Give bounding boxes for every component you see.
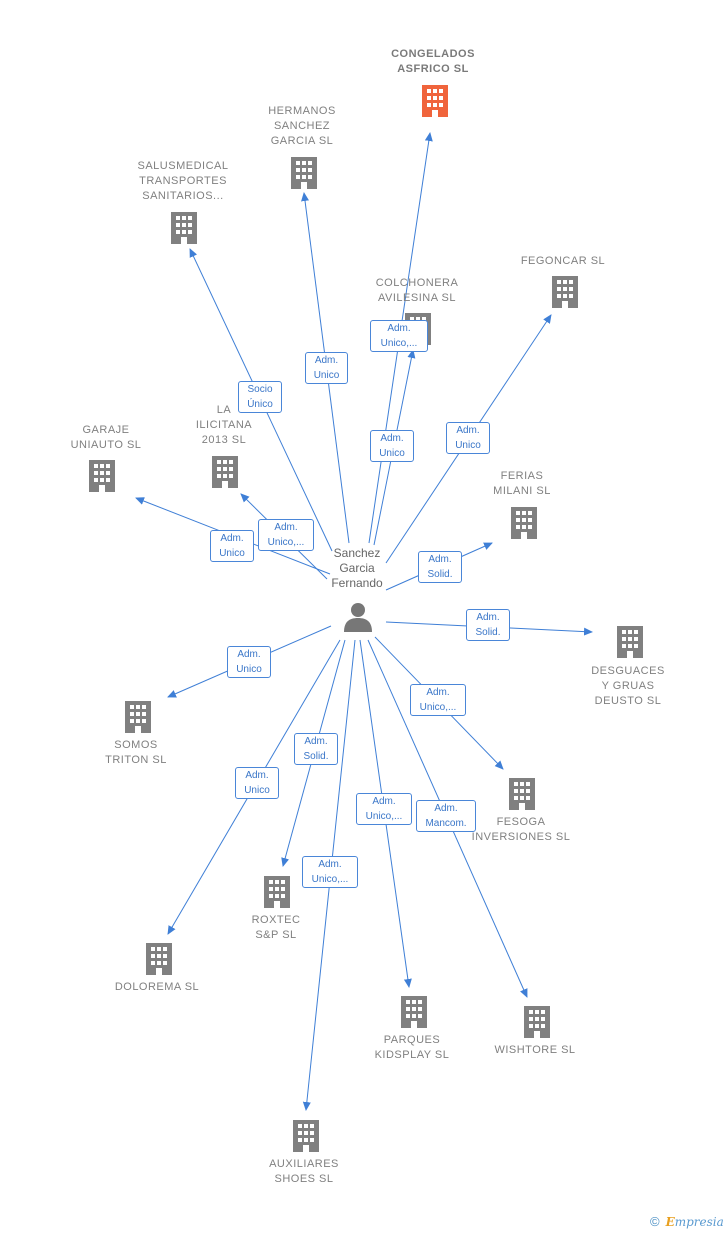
edge-label-fegoncar[interactable]: Adm. Unico: [446, 422, 490, 454]
fesoga-building-icon[interactable]: [509, 778, 535, 810]
brand-initial: E: [665, 1215, 675, 1229]
fegoncar-building-icon[interactable]: [552, 276, 578, 308]
ferias-building-icon[interactable]: [511, 507, 537, 539]
edge-label-ilicitana[interactable]: Adm. Unico,...: [258, 519, 314, 551]
edge-label-parques[interactable]: Adm. Unico,...: [356, 793, 412, 825]
edge-label-fesoga[interactable]: Adm. Unico,...: [410, 684, 466, 716]
company-name-congelados[interactable]: CONGELADOS ASFRICO SL: [391, 48, 475, 75]
company-name-colchonera[interactable]: COLCHONERA AVILESINA SL: [375, 277, 459, 304]
edge-label-congelados[interactable]: Adm. Unico,...: [370, 320, 428, 352]
company-name-roxtec[interactable]: ROXTEC S&P SL: [251, 914, 301, 941]
company-name-somos[interactable]: SOMOS TRITON SL: [105, 739, 167, 766]
dolorema-building-icon[interactable]: [146, 943, 172, 975]
company-name-hermanos[interactable]: HERMANOS SANCHEZ GARCIA SL: [268, 105, 336, 147]
copyright-symbol: ©: [650, 1214, 660, 1229]
company-name-wishtore[interactable]: WISHTORE SL: [494, 1044, 576, 1056]
ilicitana-building-icon[interactable]: [212, 456, 238, 488]
edge-label-hermanos[interactable]: Adm. Unico: [305, 352, 348, 384]
edge-label-auxiliares[interactable]: Adm. Unico,...: [302, 856, 358, 888]
edge-label-garaje[interactable]: Adm. Unico: [210, 530, 254, 562]
edge-label-somos[interactable]: Adm. Unico: [227, 646, 271, 678]
edge-label-colchonera[interactable]: Adm. Unico: [370, 430, 414, 462]
desguaces-building-icon[interactable]: [617, 626, 643, 658]
roxtec-building-icon[interactable]: [264, 876, 290, 908]
company-name-ilicitana[interactable]: LA ILICITANA 2013 SL: [195, 404, 253, 446]
brand-name: mpresia: [674, 1215, 724, 1229]
edge-label-ferias[interactable]: Adm. Solid.: [418, 551, 462, 583]
person-icon[interactable]: [344, 603, 372, 632]
edge-label-salusmedical[interactable]: Socio Único: [238, 381, 282, 413]
company-name-dolorema[interactable]: DOLOREMA SL: [114, 981, 200, 993]
auxiliares-building-icon[interactable]: [293, 1120, 319, 1152]
company-name-auxiliares[interactable]: AUXILIARES SHOES SL: [269, 1158, 339, 1185]
empresia-logo[interactable]: © Empresia: [650, 1214, 724, 1229]
hermanos-building-icon[interactable]: [291, 157, 317, 189]
company-name-garaje[interactable]: GARAJE UNIAUTO SL: [70, 424, 142, 451]
parques-building-icon[interactable]: [401, 996, 427, 1028]
person-name[interactable]: Sanchez Garcia Fernando: [331, 546, 383, 590]
company-name-fegoncar[interactable]: FEGONCAR SL: [520, 255, 606, 267]
wishtore-building-icon[interactable]: [524, 1006, 550, 1038]
edge-label-wishtore[interactable]: Adm. Mancom.: [416, 800, 476, 832]
edge-label-desguaces[interactable]: Adm. Solid.: [466, 609, 510, 641]
edge-label-roxtec[interactable]: Adm. Solid.: [294, 733, 338, 765]
somos-building-icon[interactable]: [125, 701, 151, 733]
company-name-salusmedical[interactable]: SALUSMEDICAL TRANSPORTES SANITARIOS...: [137, 160, 229, 202]
salusmedical-building-icon[interactable]: [171, 212, 197, 244]
company-name-parques[interactable]: PARQUES KIDSPLAY SL: [374, 1034, 450, 1061]
company-name-desguaces[interactable]: DESGUACES Y GRUAS DEUSTO SL: [591, 665, 665, 707]
edge-label-dolorema[interactable]: Adm. Unico: [235, 767, 279, 799]
company-name-fesoga[interactable]: FESOGA INVERSIONES SL: [471, 816, 571, 843]
garaje-building-icon[interactable]: [89, 460, 115, 492]
company-name-ferias[interactable]: FERIAS MILANI SL: [493, 470, 551, 497]
congelados-building-icon[interactable]: [422, 85, 448, 117]
